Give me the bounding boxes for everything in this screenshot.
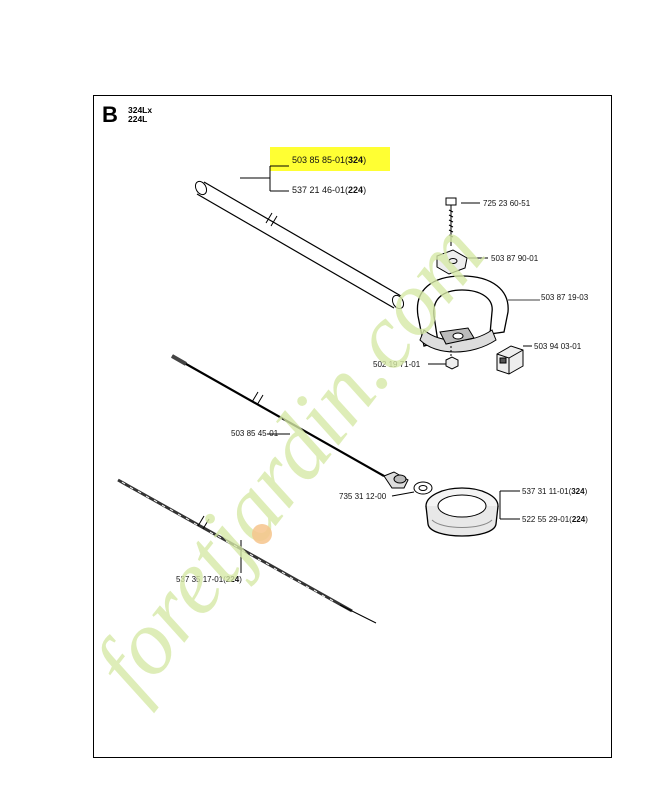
shaft-tube — [194, 180, 405, 310]
label-bearing: 735 31 12-00 — [339, 492, 387, 501]
guard-cup — [425, 487, 499, 537]
label-guard-224: 522 55 29-01(224) — [522, 515, 588, 524]
bearing-ring — [413, 481, 433, 495]
label-shaft-224: 537 21 46-01(224) — [292, 185, 367, 195]
drive-shaft — [117, 478, 377, 624]
label-handle: 503 87 19-03 — [541, 293, 589, 302]
watermark-text: foretjardin.com — [73, 204, 503, 714]
handle-block — [496, 345, 524, 375]
model-list: 324Lx 224L — [128, 106, 152, 124]
label-clamp: 503 87 90-01 — [491, 254, 539, 263]
label-handle-block: 503 94 03-01 — [534, 342, 582, 351]
label-nut: 502 19 71-01 — [373, 360, 421, 369]
label-cable: 503 85 45-01 — [231, 429, 279, 438]
section-letter: B — [102, 102, 118, 127]
label-screw: 725 23 60-51 — [483, 199, 531, 208]
flexible-cable — [171, 354, 409, 489]
watermark-dot-icon — [252, 524, 272, 544]
label-shaft-324: 503 85 85-01(324) — [292, 155, 367, 165]
clamp — [436, 249, 468, 275]
label-guard-324: 537 31 11-01(324) — [522, 487, 588, 496]
highlight-box — [270, 147, 390, 171]
loop-handle — [416, 275, 509, 353]
nut — [445, 346, 459, 370]
diagram-frame — [93, 95, 612, 758]
model-224: 224L — [128, 114, 148, 124]
screw — [445, 197, 457, 246]
label-driveshaft-224: 537 35 17-01(224) — [176, 575, 242, 584]
model-324: 324Lx — [128, 105, 153, 115]
